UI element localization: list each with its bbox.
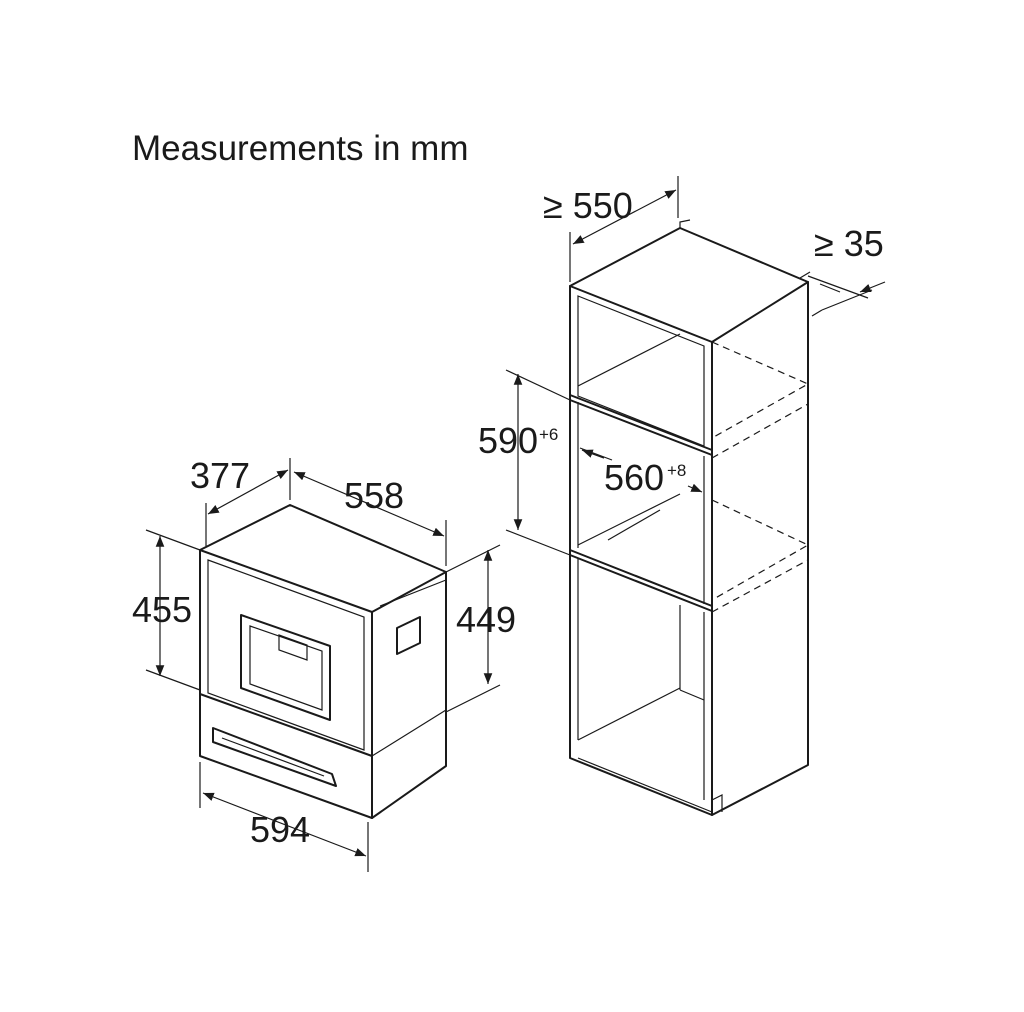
cabinet-drawing xyxy=(569,219,811,816)
appliance-drawing xyxy=(199,504,447,819)
appliance-width-label: 594 xyxy=(250,809,310,850)
niche-width-tolerance: +8 xyxy=(667,461,686,480)
niche-height-label: 590 xyxy=(478,420,538,461)
appliance-height-label: 455 xyxy=(132,589,192,630)
niche-width-group: 560 +8 xyxy=(604,457,686,498)
niche-height-group: 590 +6 xyxy=(478,420,558,461)
cabinet-gap-label: ≥ 35 xyxy=(814,223,884,264)
appliance-side-height-label: 449 xyxy=(456,599,516,640)
cabinet-dimensions xyxy=(505,176,886,556)
appliance-width-depth-label: 558 xyxy=(344,475,404,516)
appliance-depth-label: 377 xyxy=(190,455,250,496)
page-title: Measurements in mm xyxy=(132,129,468,168)
niche-height-tolerance: +6 xyxy=(539,425,558,444)
appliance-dimensions xyxy=(145,458,501,872)
niche-width-label: 560 xyxy=(604,457,664,498)
cabinet-depth-label: ≥ 550 xyxy=(543,185,633,226)
